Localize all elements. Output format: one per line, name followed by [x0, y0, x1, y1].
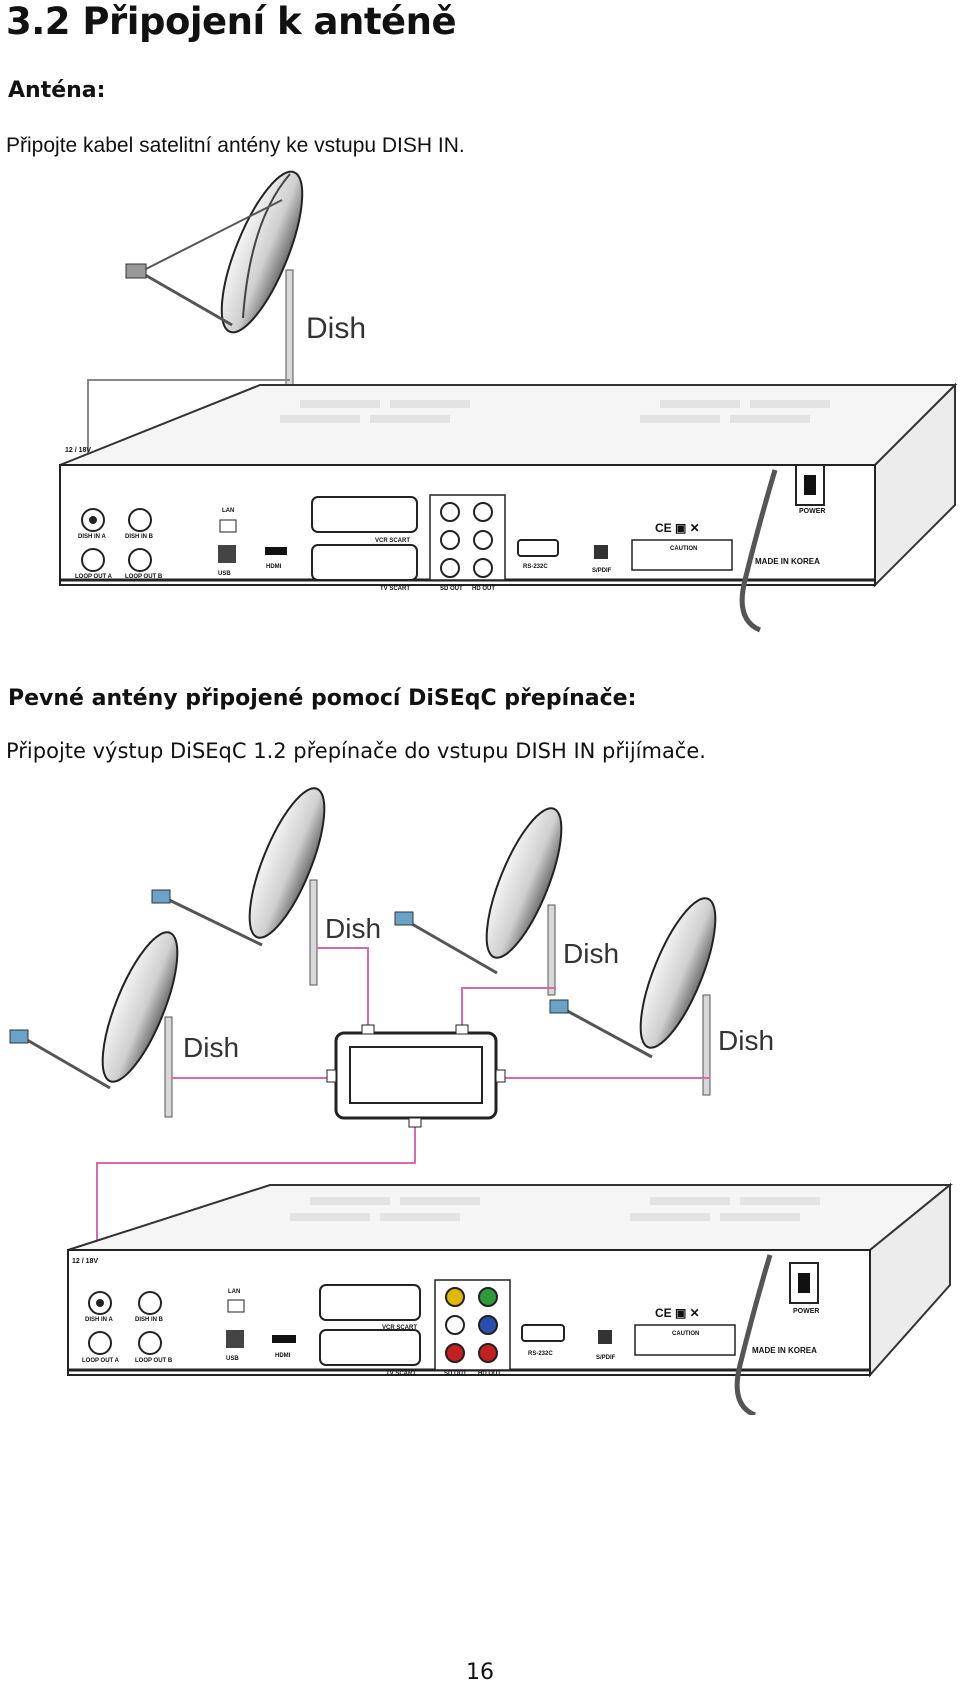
svg-text:POWER: POWER [793, 1308, 819, 1315]
diseqc-heading: Pevné antény připojené pomocí DiSEqC pře… [8, 686, 637, 711]
receiver-rear-panel: CE ▣ ✕ MADE IN KOREA POWER 12 / 18V DISH… [67, 1182, 953, 1415]
satellite-dish-icon [549, 897, 717, 1096]
svg-text:12 / 18V: 12 / 18V [72, 1258, 98, 1265]
svg-text:HDMI: HDMI [266, 564, 282, 570]
svg-text:USB: USB [226, 1356, 239, 1362]
dish-label: Dish [306, 312, 366, 345]
svg-text:LOOP OUT A: LOOP OUT A [75, 574, 113, 580]
satellite-dish-icon [394, 807, 563, 996]
antenna-cable [87, 379, 290, 482]
power-label: POWER [799, 508, 825, 515]
svg-text:12 / 18V: 12 / 18V [65, 447, 91, 454]
svg-text:S/PDIF: S/PDIF [592, 568, 612, 574]
svg-text:Dish: Dish [183, 1032, 239, 1063]
svg-text:RS-232C: RS-232C [523, 564, 548, 570]
antenna-instruction: Připojte kabel satelitní antény ke vstup… [6, 134, 465, 157]
svg-text:CE ▣ ✕: CE ▣ ✕ [655, 521, 700, 535]
receiver-rear-panel: CE ▣ ✕ MADE IN KOREA POWER 12 / 18V DISH… [59, 382, 958, 633]
svg-text:Dish: Dish [325, 913, 381, 944]
svg-text:LOOP OUT B: LOOP OUT B [125, 574, 163, 580]
diseqc-cables [96, 947, 710, 1290]
svg-text:VCR SCART: VCR SCART [375, 538, 410, 544]
svg-text:LAN: LAN [228, 1289, 240, 1295]
section-title: 3.2 Připojení k anténě [6, 0, 457, 43]
single-dish-diagram: Dish CE ▣ ✕ MADE IN KORE [59, 170, 958, 633]
svg-text:TV SCART: TV SCART [380, 586, 410, 592]
page-number: 16 [466, 1660, 494, 1685]
svg-text:DISH IN B: DISH IN B [135, 1317, 164, 1323]
svg-text:LOOP OUT B: LOOP OUT B [135, 1358, 173, 1364]
svg-text:MADE IN KOREA: MADE IN KOREA [752, 1346, 817, 1355]
satellite-dish-icon [125, 170, 304, 411]
svg-text:USB: USB [218, 571, 231, 577]
svg-text:SD OUT: SD OUT [440, 586, 463, 592]
svg-text:TV SCART: TV SCART [386, 1371, 416, 1377]
svg-text:CAUTION: CAUTION [670, 546, 697, 552]
svg-text:RS-232C: RS-232C [528, 1351, 553, 1357]
svg-text:SD OUT: SD OUT [444, 1371, 467, 1377]
svg-text:VCR SCART: VCR SCART [382, 1325, 417, 1331]
satellite-dish-icon [9, 931, 179, 1118]
made-in-label: MADE IN KOREA [755, 557, 820, 566]
diseqc-switch [326, 1024, 506, 1128]
svg-text:HD OUT: HD OUT [478, 1371, 501, 1377]
svg-text:HD OUT: HD OUT [472, 586, 495, 592]
diseqc-diagram: Dish Dish Dish Dish [9, 787, 953, 1415]
svg-text:HDMI: HDMI [275, 1353, 291, 1359]
satellite-dish-icon [151, 787, 326, 986]
svg-text:DISH IN A: DISH IN A [85, 1317, 113, 1323]
svg-text:CAUTION: CAUTION [672, 1331, 699, 1337]
svg-text:DISH IN B: DISH IN B [125, 534, 154, 540]
svg-text:CE ▣ ✕: CE ▣ ✕ [655, 1306, 700, 1320]
svg-text:Dish: Dish [718, 1025, 774, 1056]
svg-text:S/PDIF: S/PDIF [596, 1355, 616, 1361]
antenna-heading: Anténa: [8, 78, 106, 103]
svg-text:Dish: Dish [563, 938, 619, 969]
svg-text:DISH IN A: DISH IN A [78, 534, 106, 540]
svg-text:LAN: LAN [222, 508, 234, 514]
diseqc-instruction: Připojte výstup DiSEqC 1.2 přepínače do … [6, 739, 706, 763]
svg-text:LOOP OUT A: LOOP OUT A [82, 1358, 120, 1364]
